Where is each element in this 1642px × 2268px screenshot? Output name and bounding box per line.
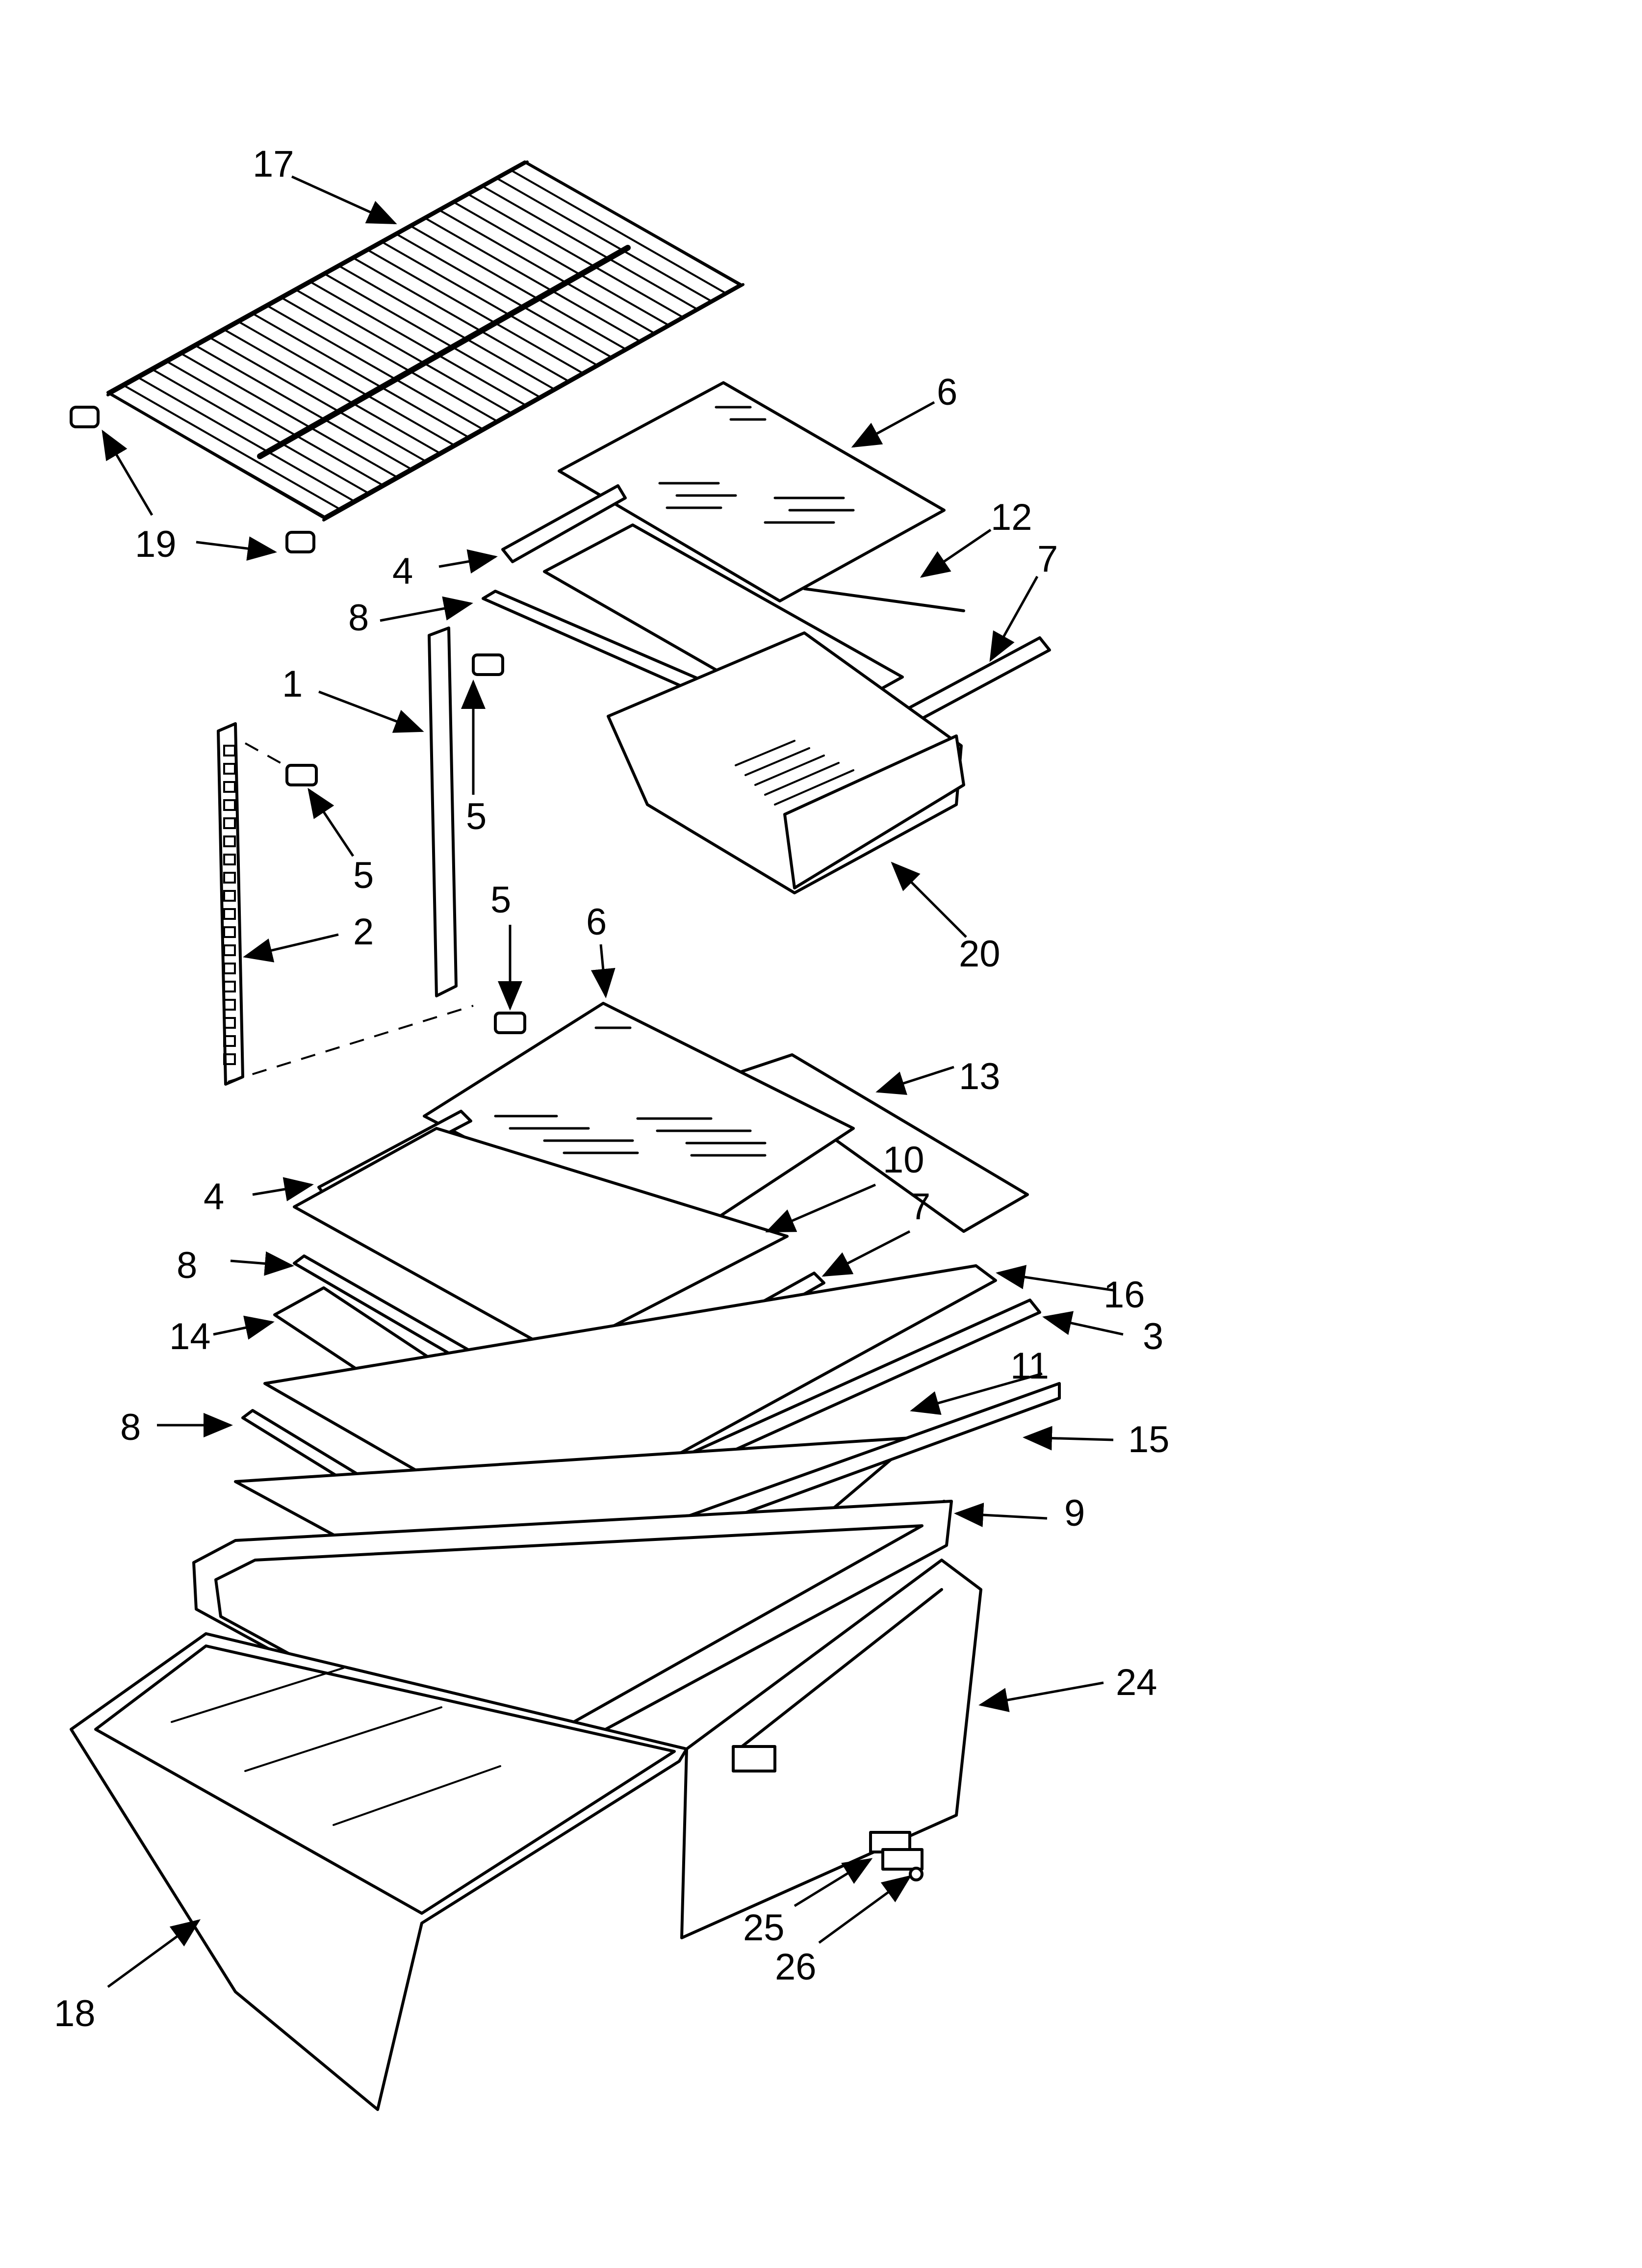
wire-rung <box>222 328 440 454</box>
callout-6-upper: 6 <box>937 371 957 413</box>
wire-rung <box>207 336 426 462</box>
callout-15: 15 <box>1128 1419 1170 1460</box>
wire-rung <box>107 391 325 517</box>
right-drawer-part <box>680 1559 982 1939</box>
rail-slot <box>223 890 236 902</box>
rail-slot <box>223 854 236 865</box>
wire-rung <box>179 351 397 477</box>
rail-slot <box>223 799 236 811</box>
rail-slot <box>223 963 236 974</box>
callout-7-upper: 7 <box>1037 538 1058 580</box>
wire-rung <box>279 296 497 422</box>
callout-13: 13 <box>959 1056 1001 1097</box>
callout-9: 9 <box>1064 1492 1085 1534</box>
wire-rung <box>423 216 641 342</box>
callout-14: 14 <box>169 1316 211 1357</box>
callout-10: 10 <box>883 1139 924 1181</box>
wire-rung <box>495 177 713 303</box>
wire-rung <box>294 288 512 414</box>
glass-panel-part <box>739 1053 1029 1233</box>
callout-7-lower: 7 <box>910 1186 930 1227</box>
wire-rung <box>351 256 569 382</box>
left-drawer-part <box>70 1632 688 2111</box>
callout-8-middle: 8 <box>177 1245 197 1286</box>
rail-slot <box>223 1017 236 1029</box>
callout-6-lower: 6 <box>586 901 607 943</box>
callout-3: 3 <box>1143 1316 1163 1357</box>
screw-part <box>285 653 526 1034</box>
callout-leaders <box>102 175 1124 1988</box>
callout-5-a: 5 <box>466 796 487 837</box>
wire-rung <box>365 248 584 374</box>
callout-2: 2 <box>353 911 374 953</box>
shelf-stud-part <box>70 406 315 553</box>
callout-18: 18 <box>54 1993 96 2034</box>
wire-shelf-part <box>106 160 744 521</box>
wire-rung <box>193 343 411 469</box>
callout-5-c: 5 <box>490 879 511 921</box>
callout-20: 20 <box>959 933 1001 975</box>
callout-4-lower: 4 <box>204 1176 224 1218</box>
callout-1: 1 <box>282 663 303 705</box>
wire-rung <box>437 209 656 335</box>
rail-slot <box>223 817 236 829</box>
crisper-drawer-part <box>607 631 965 894</box>
wire-rung <box>466 192 684 318</box>
callout-8-lower: 8 <box>120 1407 141 1448</box>
wire-rung <box>164 360 383 486</box>
wire-rung <box>265 304 483 430</box>
rail-slot <box>223 872 236 884</box>
screw-alignment-line <box>245 742 290 769</box>
callout-17: 17 <box>253 143 294 185</box>
wire-rung <box>481 184 699 311</box>
callout-11: 11 <box>1010 1345 1049 1387</box>
wire-rung <box>135 375 354 501</box>
upper-glass-glare <box>658 406 855 524</box>
callout-4-upper: 4 <box>392 550 413 592</box>
rail-slot <box>223 1053 236 1065</box>
rail-slot <box>223 944 236 956</box>
callout-5-b: 5 <box>353 855 374 896</box>
wire-rung <box>322 272 540 398</box>
right-rail-part <box>428 626 458 997</box>
rail-alignment-line <box>228 1005 474 1083</box>
wire-rung <box>236 320 454 446</box>
wire-rung <box>380 240 598 366</box>
rail-slot <box>223 908 236 920</box>
wire-rung <box>452 201 670 327</box>
callout-26: 26 <box>775 1946 817 1988</box>
callout-12: 12 <box>991 496 1032 538</box>
rail-slot <box>223 981 236 992</box>
wire-rung <box>336 264 555 390</box>
callout-16: 16 <box>1103 1274 1145 1316</box>
wire-rung <box>394 232 613 358</box>
rail-slot <box>223 926 236 938</box>
callout-24: 24 <box>1116 1662 1157 1703</box>
wire-rung <box>409 224 627 350</box>
wire-rung <box>524 161 742 287</box>
wire-rung <box>150 367 368 494</box>
callout-labels: 17 19 6 12 7 4 8 1 5 5 5 2 20 6 13 10 4 … <box>54 143 1170 2034</box>
upper-glass-insert-part <box>558 381 946 602</box>
rail-slot <box>223 745 236 756</box>
callout-25: 25 <box>743 1907 785 1949</box>
left-rail-part <box>217 722 244 1086</box>
rail-slot <box>223 999 236 1011</box>
wire-rung <box>251 312 469 438</box>
callout-19: 19 <box>135 523 177 565</box>
rail-slot <box>223 835 236 847</box>
callout-8-upper: 8 <box>348 597 369 639</box>
rail-slot <box>223 781 236 793</box>
lower-glass-glare <box>494 1026 767 1157</box>
rail-slot <box>223 1035 236 1047</box>
wire-rung <box>121 383 339 509</box>
rail-slot <box>223 763 236 775</box>
wire-rung <box>308 280 526 406</box>
wire-rung <box>509 169 727 295</box>
